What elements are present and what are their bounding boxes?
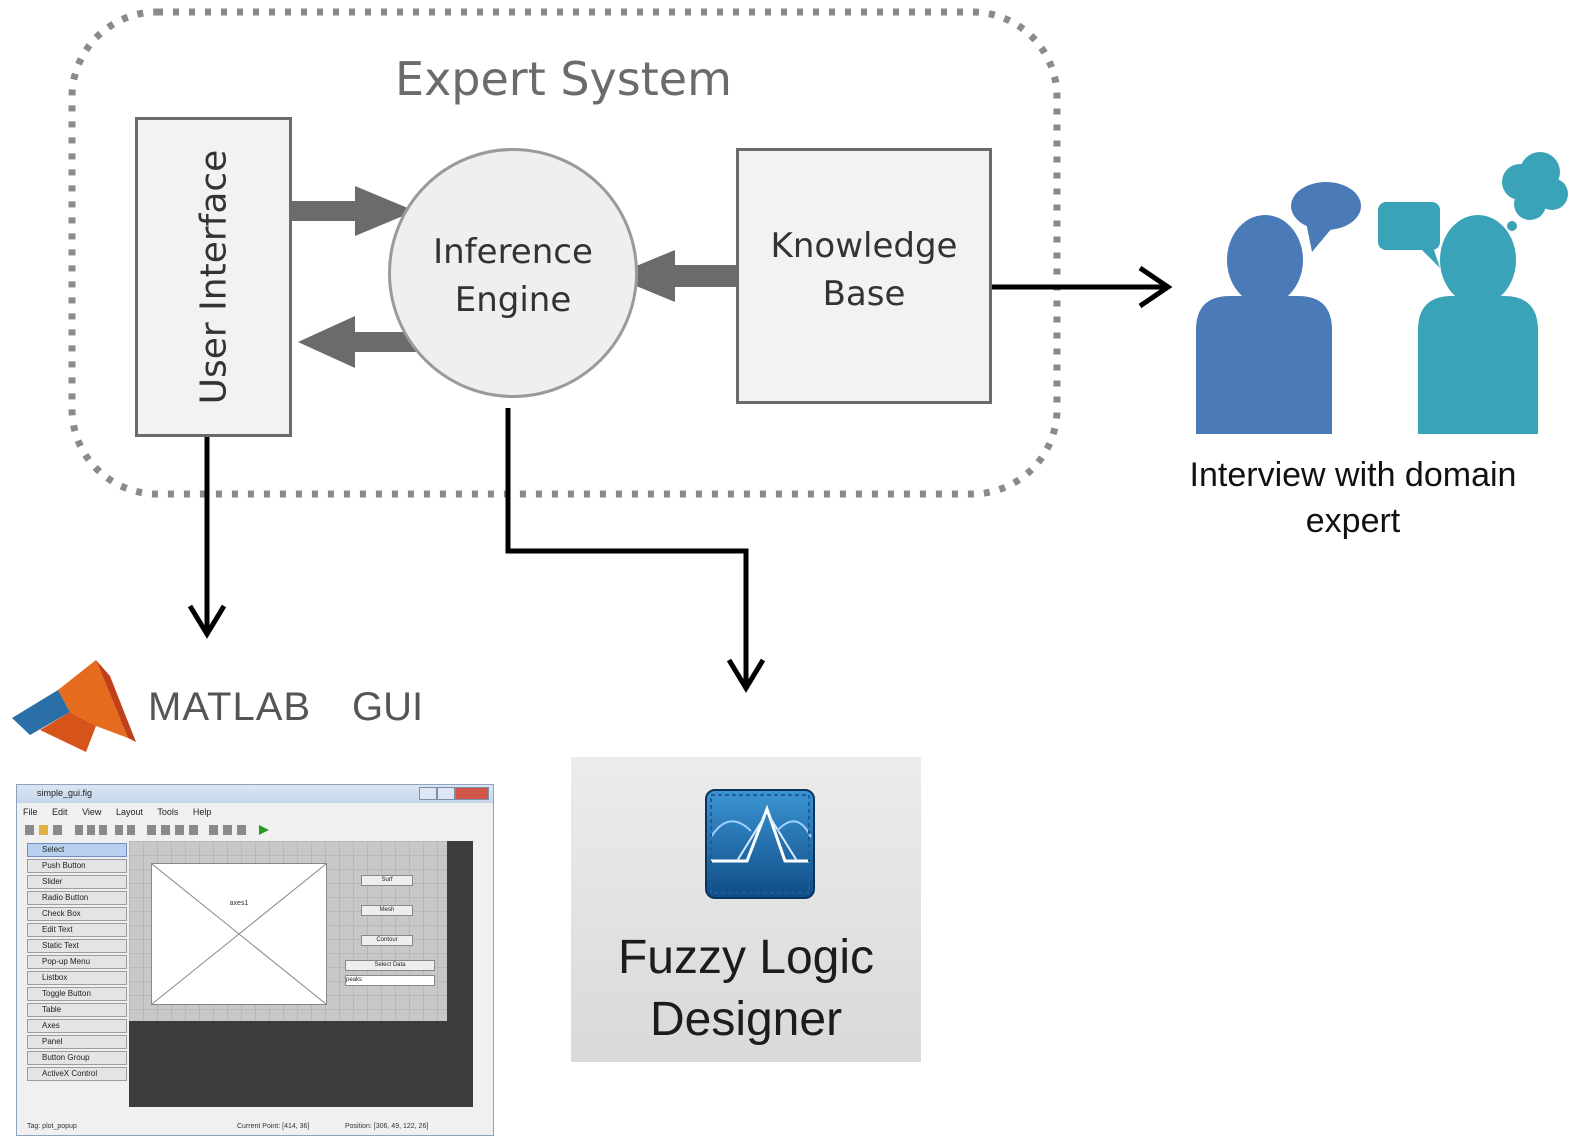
surf-button[interactable]: Surf xyxy=(361,875,413,886)
inspector-icon xyxy=(223,825,232,835)
align-icon xyxy=(147,825,156,835)
status-tag: Tag: plot_popup xyxy=(27,1123,77,1130)
person-right-icon xyxy=(1418,215,1538,434)
user-interface-label-wrap: User Interface xyxy=(138,120,289,434)
knowledge-base-box xyxy=(736,148,992,404)
menu-edit[interactable]: Edit xyxy=(52,807,68,817)
save-icon xyxy=(53,825,62,835)
gui-label: GUI xyxy=(352,685,424,729)
menu-layout[interactable]: Layout xyxy=(115,807,143,817)
matlab-wordmark: MATLAB xyxy=(148,685,312,729)
user-interface-label: User Interface xyxy=(193,149,234,405)
palette-item[interactable]: Listbox xyxy=(27,971,127,985)
inference-engine-label: Inference Engine xyxy=(408,228,618,324)
minimize-icon[interactable] xyxy=(419,787,437,800)
fuzzy-label-line1: Fuzzy Logic xyxy=(617,931,875,984)
thought-cloud-icon xyxy=(1500,152,1568,242)
data-popup[interactable]: peaks xyxy=(345,975,435,986)
axes-cross xyxy=(152,864,326,1004)
copy-icon xyxy=(87,825,95,835)
mesh-button[interactable]: Mesh xyxy=(361,905,413,916)
person-left-icon xyxy=(1196,215,1332,434)
axes-label: axes1 xyxy=(229,900,249,907)
user-interface-box xyxy=(135,117,292,437)
fuzzy-membership-icon xyxy=(705,789,815,899)
menu-editor-icon xyxy=(161,825,170,835)
status-position: Position: [306, 49, 122, 26] xyxy=(345,1123,429,1130)
menu-file[interactable]: File xyxy=(23,807,38,817)
arrow-kb-to-engine xyxy=(612,250,740,302)
cut-icon xyxy=(75,825,83,835)
inference-engine-line2: Engine xyxy=(454,280,572,320)
palette-item[interactable]: Toggle Button xyxy=(27,987,127,1001)
expert-system-boundary xyxy=(68,8,1061,498)
palette-item[interactable]: Radio Button xyxy=(27,891,127,905)
palette-item[interactable]: Table xyxy=(27,1003,127,1017)
speech-bubble-right-icon xyxy=(1378,202,1440,268)
menu-bar: File Edit View Layout Tools Help xyxy=(23,807,223,821)
window-title: simple_gui.fig xyxy=(37,788,93,798)
menu-tools[interactable]: Tools xyxy=(157,807,179,817)
toolbar-editor-icon xyxy=(189,825,198,835)
select-data-label: Select Data xyxy=(345,960,435,971)
knowledge-base-label: Knowledge Base xyxy=(740,222,988,318)
canvas-margin-bottom xyxy=(129,1021,473,1107)
status-bar: Tag: plot_popup Current Point: [414, 36]… xyxy=(27,1123,487,1130)
window-title-bar: simple_gui.fig xyxy=(17,785,493,803)
toolbar xyxy=(25,825,269,835)
fuzzy-label-line2: Designer xyxy=(649,993,843,1046)
palette-item[interactable]: Edit Text xyxy=(27,923,127,937)
palette-item[interactable]: Panel xyxy=(27,1035,127,1049)
palette-item[interactable]: Select xyxy=(27,843,127,857)
redo-icon xyxy=(127,825,135,835)
axes-placeholder[interactable]: axes1 xyxy=(151,863,327,1005)
arrow-ui-to-engine xyxy=(290,186,415,236)
new-icon xyxy=(25,825,34,835)
close-icon[interactable] xyxy=(455,787,489,800)
undo-icon xyxy=(115,825,123,835)
palette-item[interactable]: Button Group xyxy=(27,1051,127,1065)
inference-engine-circle xyxy=(388,148,638,398)
component-palette: Select Push Button Slider Radio Button C… xyxy=(27,843,127,1083)
window-controls xyxy=(419,787,489,800)
matlab-guide-window: simple_gui.fig File Edit View Layout Too… xyxy=(16,784,494,1136)
paste-icon xyxy=(99,825,107,835)
tab-order-icon xyxy=(175,825,184,835)
status-current-point: Current Point: [414, 36] xyxy=(237,1123,310,1130)
knowledge-base-line2: Base xyxy=(822,274,906,314)
palette-item[interactable]: Push Button xyxy=(27,859,127,873)
run-icon xyxy=(259,825,269,835)
arrow-engine-to-ui xyxy=(298,316,418,368)
fuzzy-logic-designer-label: Fuzzy Logic Designer xyxy=(571,927,921,1051)
palette-item[interactable]: Pop-up Menu xyxy=(27,955,127,969)
palette-item[interactable]: ActiveX Control xyxy=(27,1067,127,1081)
arrow-ui-to-matlab xyxy=(187,434,227,639)
knowledge-base-line1: Knowledge xyxy=(770,226,958,266)
menu-help[interactable]: Help xyxy=(192,807,212,817)
canvas-margin-right xyxy=(447,841,473,1021)
interview-caption-line1: Interview with domain xyxy=(1189,456,1517,494)
browser-icon xyxy=(237,825,246,835)
palette-item[interactable]: Static Text xyxy=(27,939,127,953)
palette-item[interactable]: Check Box xyxy=(27,907,127,921)
matlab-logo-icon xyxy=(12,660,136,752)
editor-icon xyxy=(209,825,218,835)
maximize-icon[interactable] xyxy=(437,787,455,800)
arrow-kb-to-interview xyxy=(985,265,1173,309)
arrow-engine-to-fuzzy xyxy=(505,408,766,693)
palette-item[interactable]: Axes xyxy=(27,1019,127,1033)
open-icon xyxy=(39,825,48,835)
fuzzy-logic-designer-tile[interactable]: Fuzzy Logic Designer xyxy=(571,757,921,1062)
inference-engine-line1: Inference xyxy=(433,232,593,272)
contour-button[interactable]: Contour xyxy=(361,935,413,946)
interview-caption: Interview with domain expert xyxy=(1148,452,1558,544)
palette-item[interactable]: Slider xyxy=(27,875,127,889)
interview-caption-line2: expert xyxy=(1305,502,1401,540)
expert-system-title: Expert System xyxy=(395,52,732,106)
speech-bubble-left-icon xyxy=(1291,182,1361,252)
menu-view[interactable]: View xyxy=(82,807,102,817)
